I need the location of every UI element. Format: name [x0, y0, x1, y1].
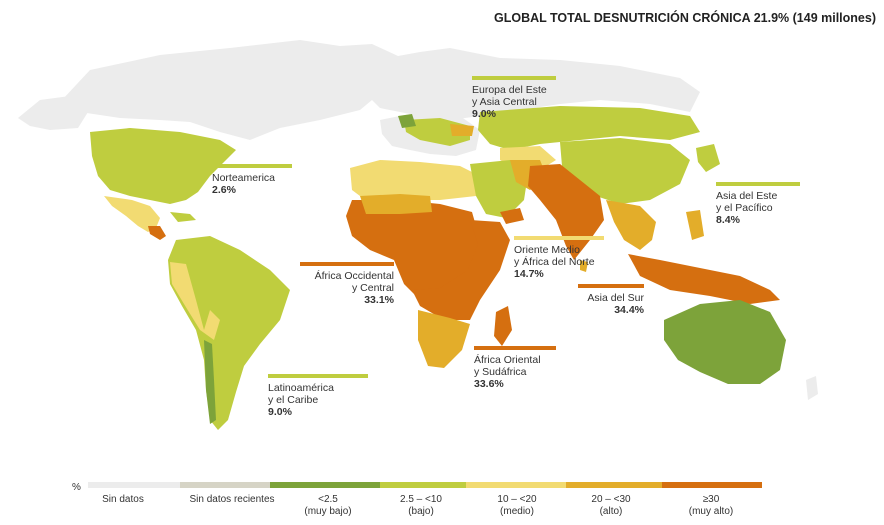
label-esa: África Oriental y Sudáfrica 33.6%: [474, 346, 556, 390]
region-north-africa: [350, 160, 480, 202]
label-lac: Latinoamérica y el Caribe 9.0%: [268, 374, 368, 418]
region-madagascar: [494, 306, 512, 346]
label-north-america: Norteamerica 2.6%: [212, 164, 292, 196]
region-east-south-africa: [412, 220, 510, 320]
legend-label-bajo: 2.5 – <10 (bajo): [378, 494, 464, 518]
region-name: Asia del Sur: [587, 292, 644, 304]
region-name: y África del Norte: [514, 256, 595, 268]
region-name: y Sudáfrica: [474, 366, 527, 378]
legend: % Sin datos Sin datos recientes <2.5 (mu…: [0, 476, 884, 525]
region-north-america: [90, 128, 236, 204]
region-value: 9.0%: [268, 406, 292, 418]
region-mexico: [104, 196, 160, 232]
legend-label: Sin datos recientes: [189, 494, 275, 505]
legend-label-medio: 10 – <20 (medio): [474, 494, 560, 518]
legend-sublabel: (muy bajo): [304, 506, 352, 517]
legend-label: 10 – <20: [497, 494, 537, 505]
legend-label: <2.5: [318, 494, 338, 505]
region-name: y el Caribe: [268, 394, 319, 406]
label-bar: [268, 374, 368, 378]
legend-swatch-bajo: [380, 482, 466, 488]
legend-label-muy-bajo: <2.5 (muy bajo): [290, 494, 366, 518]
label-bar: [300, 262, 394, 266]
label-mena: Oriente Medio y África del Norte 14.7%: [514, 236, 604, 280]
legend-label: Sin datos: [102, 494, 144, 505]
legend-swatch-sin-recientes: [180, 482, 270, 488]
legend-swatch-muy-bajo: [270, 482, 380, 488]
region-value: 33.1%: [364, 294, 394, 306]
region-southeast-asia: [606, 200, 656, 250]
region-name: Latinoamérica: [268, 382, 334, 394]
label-bar: [716, 182, 800, 186]
label-bar: [578, 284, 644, 288]
label-bar: [472, 76, 556, 80]
region-southern-africa: [418, 310, 470, 368]
legend-label: 2.5 – <10: [400, 494, 442, 505]
legend-label: ≥30: [702, 494, 720, 505]
region-russia: [478, 106, 700, 150]
label-south-asia: Asia del Sur 34.4%: [578, 284, 644, 316]
region-yemen: [500, 208, 524, 224]
legend-label-alto: 20 – <30 (alto): [568, 494, 654, 518]
region-andes: [170, 262, 220, 340]
region-arctic: [62, 40, 700, 140]
region-value: 14.7%: [514, 268, 544, 280]
label-bar: [514, 236, 604, 240]
label-bar: [212, 164, 292, 168]
legend-label-sin-recientes: Sin datos recientes: [176, 494, 288, 506]
legend-swatch-medio: [466, 482, 566, 488]
page-title: GLOBAL TOTAL DESNUTRICIÓN CRÓNICA 21.9% …: [493, 11, 876, 25]
region-name: y Asia Central: [472, 96, 537, 108]
region-name: Asia del Este: [716, 190, 778, 202]
legend-label: 20 – <30: [591, 494, 631, 505]
region-ukraine: [450, 124, 474, 136]
legend-label-muy-alto: ≥30 (muy alto): [668, 494, 754, 518]
region-name: África Oriental: [474, 354, 541, 366]
region-value: 9.0%: [472, 108, 496, 120]
region-korea-japan: [696, 144, 720, 172]
region-name: Oriente Medio: [514, 244, 580, 256]
legend-label-sin-datos: Sin datos: [88, 494, 158, 506]
region-belarus: [398, 114, 416, 128]
region-sri-lanka: [580, 260, 588, 272]
region-south-america: [168, 236, 290, 430]
region-alaska: [18, 96, 88, 130]
label-eeca: Europa del Este y Asia Central 9.0%: [472, 76, 556, 120]
region-name: Norteamerica: [212, 172, 276, 184]
region-value: 34.4%: [614, 304, 644, 316]
legend-unit: %: [72, 482, 81, 493]
region-caribbean: [170, 212, 196, 222]
legend-swatch-sin-datos: [88, 482, 180, 488]
label-wca: África Occidental y Central 33.1%: [300, 262, 394, 306]
label-eap: Asia del Este y el Pacífico 8.4%: [716, 182, 800, 226]
legend-sublabel: (medio): [500, 506, 534, 517]
legend-swatch-muy-alto: [662, 482, 762, 488]
legend-sublabel: (muy alto): [688, 506, 734, 517]
region-australia: [664, 300, 786, 384]
region-name: y el Pacífico: [716, 202, 773, 214]
region-name: Europa del Este: [472, 84, 547, 96]
legend-swatch-alto: [566, 482, 662, 488]
legend-sublabel: (alto): [599, 506, 623, 517]
region-value: 8.4%: [716, 214, 740, 226]
region-name: y Central: [351, 282, 394, 294]
region-central-america: [148, 226, 166, 240]
region-philippines: [686, 210, 704, 240]
region-middle-east: [470, 160, 528, 218]
label-bar: [474, 346, 556, 350]
region-chile: [204, 340, 216, 424]
region-value: 2.6%: [212, 184, 236, 196]
region-new-zealand: [806, 376, 818, 400]
region-indonesia: [628, 254, 780, 304]
region-name: África Occidental: [314, 270, 394, 282]
legend-sublabel: (bajo): [408, 506, 434, 517]
region-west-central-africa: [346, 200, 480, 296]
region-sahel: [360, 194, 432, 214]
region-value: 33.6%: [474, 378, 504, 390]
world-map: [18, 40, 818, 430]
region-china: [560, 138, 690, 204]
